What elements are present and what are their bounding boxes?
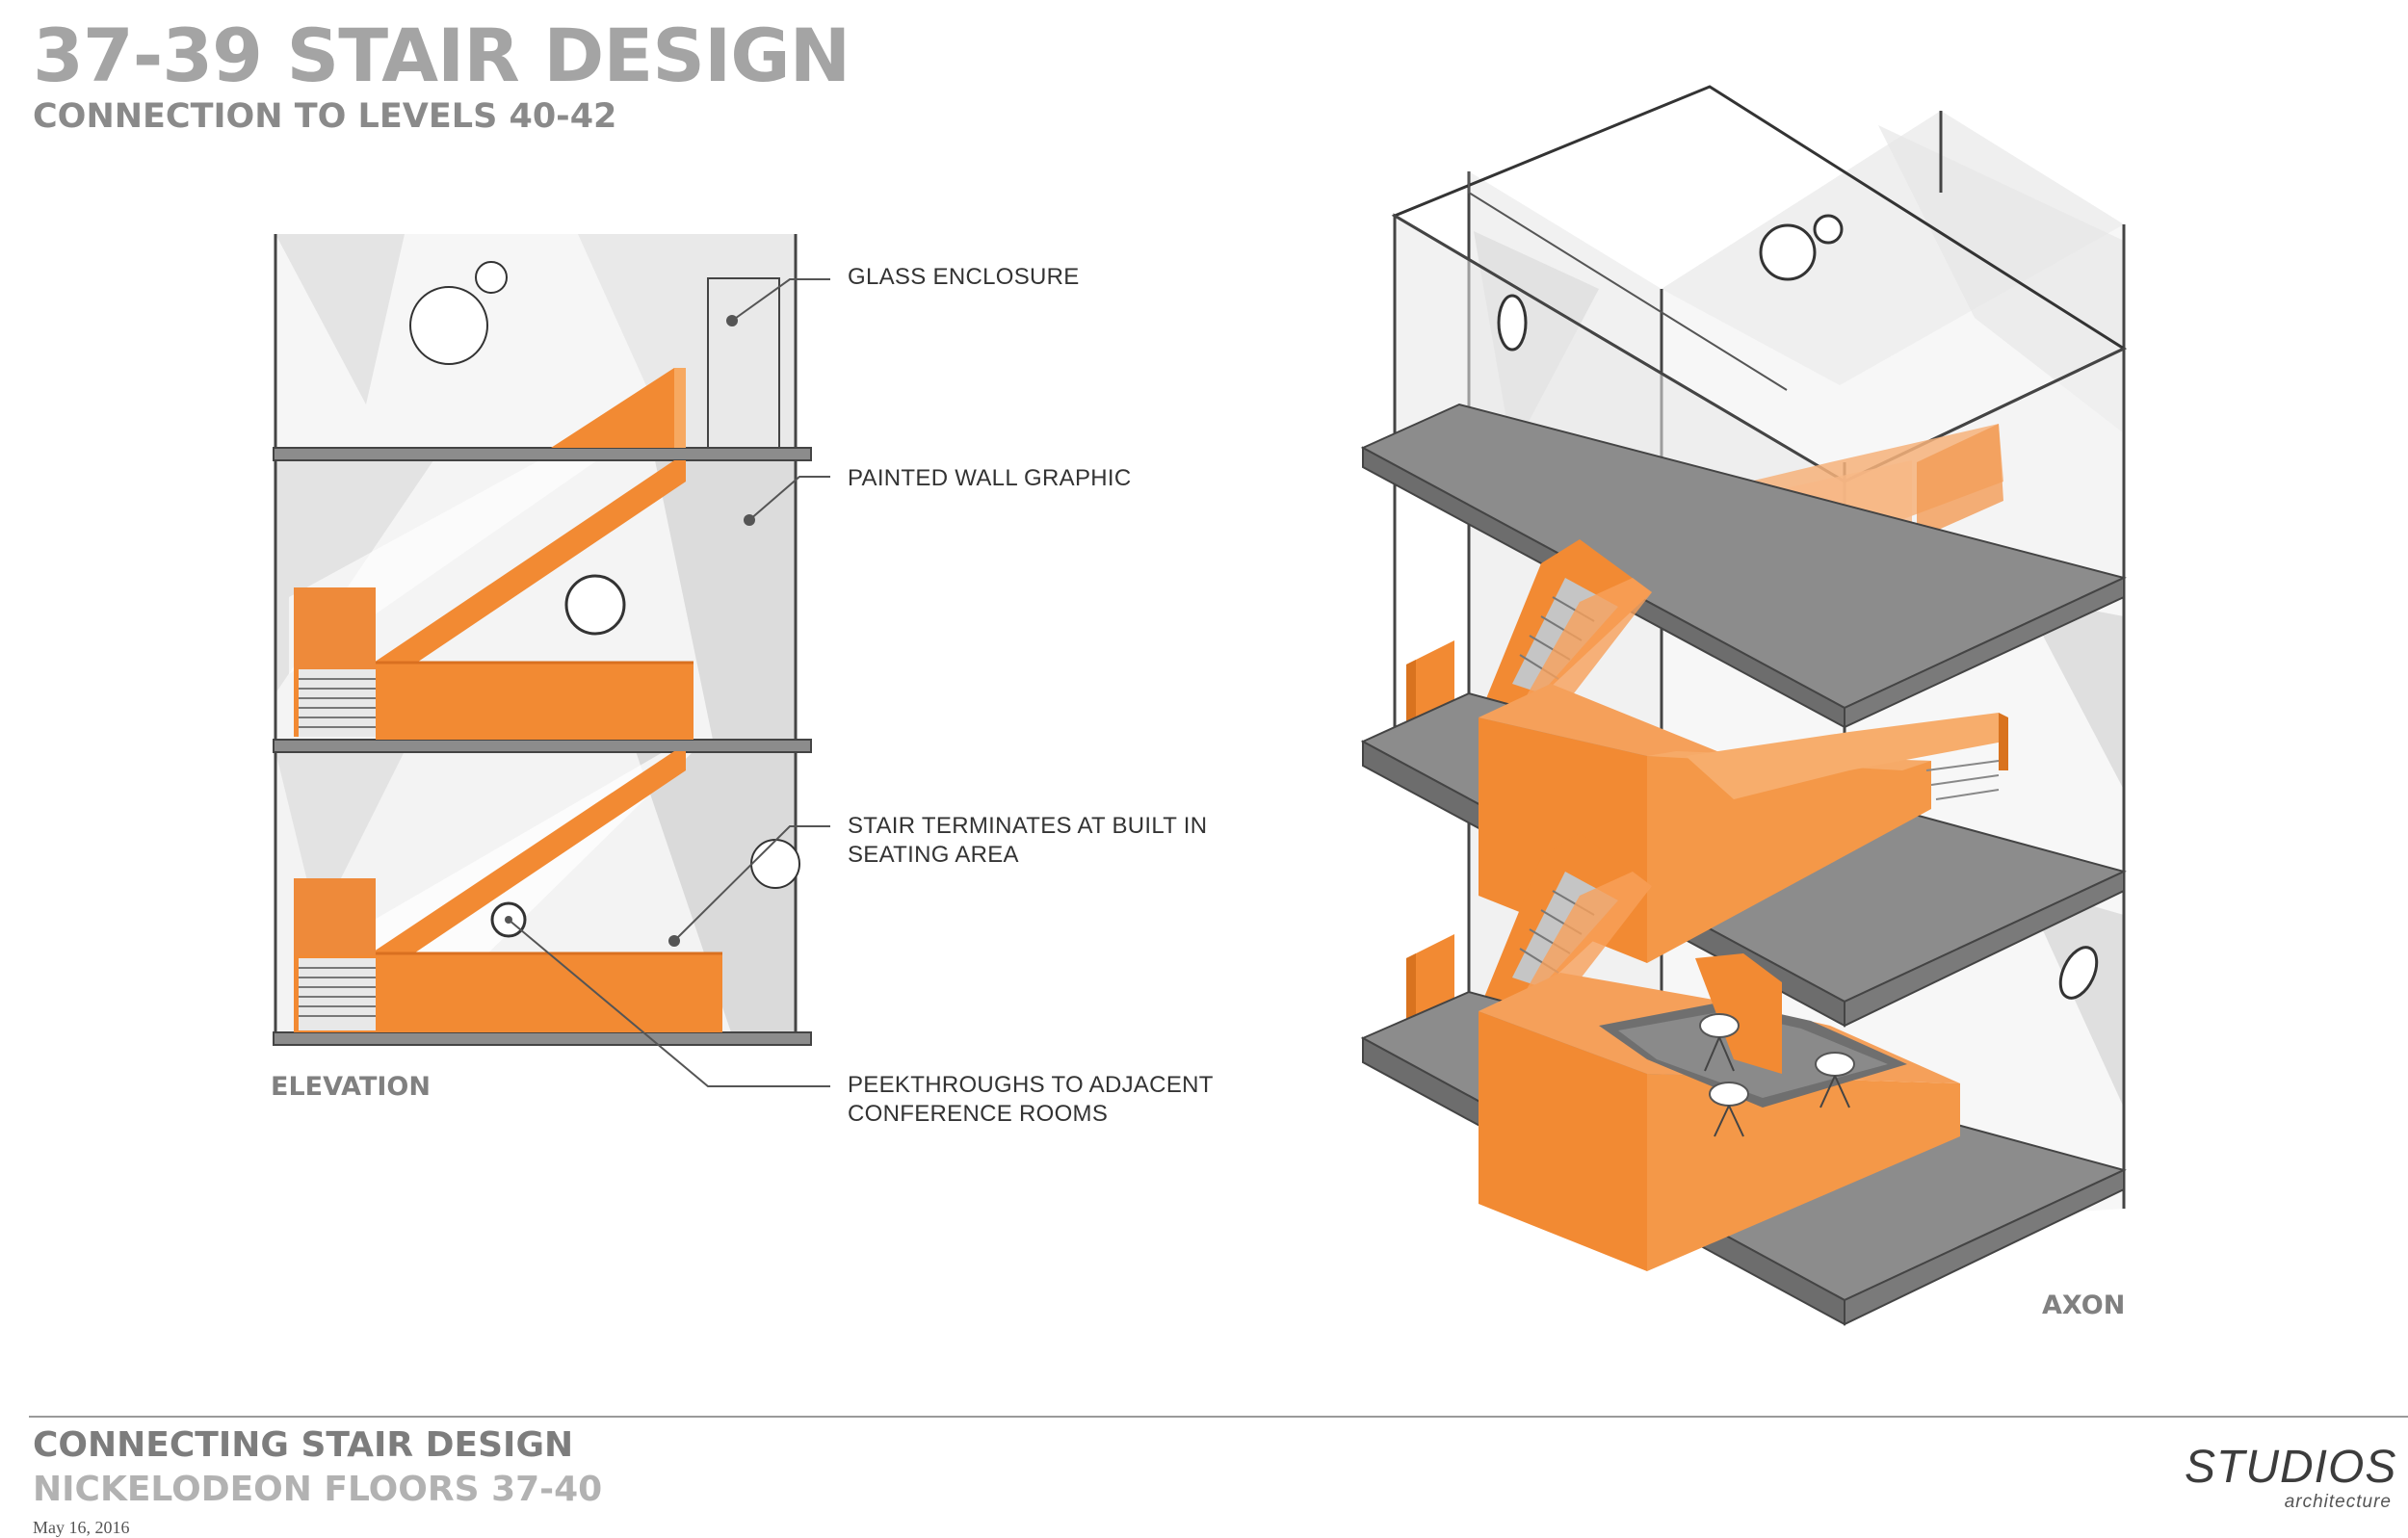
elevation-peekthrough-middle (564, 574, 626, 636)
elevation-slab-bottom (273, 1031, 812, 1046)
elevation-stair-flight-middle (371, 460, 686, 684)
callout-peekthroughs-line-1: PEEKTHROUGHS TO ADJACENT (848, 1072, 1214, 1098)
callout-glass-enclosure: GLASS ENCLOSURE (848, 263, 1080, 292)
axon-cafe-tables (1699, 1013, 1855, 1137)
elevation-stair-flight-upper (551, 368, 686, 448)
elevation-circle-large (409, 286, 488, 365)
elevation-seating-lower (376, 953, 722, 1032)
axon-seating-lower (1479, 1011, 1647, 1271)
elevation-stair-flight-lower (371, 751, 686, 973)
callout-stair-terminates-line-1: STAIR TERMINATES AT BUILT IN (848, 813, 1208, 839)
elevation-drawing (273, 234, 830, 1087)
callout-stair-terminates: STAIR TERMINATES AT BUILT IN SEATING ARE… (848, 812, 1207, 870)
logo-subline: architecture (2284, 1492, 2392, 1512)
elevation-slab-top (273, 447, 812, 461)
callout-painted-wall-graphic-line-1: PAINTED WALL GRAPHIC (848, 465, 1132, 491)
elevation-seating-middle (376, 663, 694, 740)
elevation-label: ELEVATION (271, 1072, 431, 1102)
footer-date: May 16, 2016 (33, 1518, 130, 1537)
elevation-steps-lower (299, 958, 376, 1030)
callout-stair-terminates-line-2: SEATING AREA (848, 842, 1019, 868)
callout-peekthroughs-line-2: CONFERENCE ROOMS (848, 1101, 1109, 1127)
elevation-peekthrough-wall (750, 839, 800, 889)
logo-wordmark: STUDIOS (2185, 1442, 2397, 1493)
elevation-slab-middle (273, 739, 812, 753)
elevation-steps-middle (299, 669, 376, 737)
footer-divider (29, 1416, 2408, 1418)
footer-subtitle: NICKELODEON FLOORS 37-40 (33, 1470, 603, 1509)
callout-painted-wall-graphic: PAINTED WALL GRAPHIC (848, 464, 1132, 493)
callout-peekthroughs: PEEKTHROUGHS TO ADJACENT CONFERENCE ROOM… (848, 1071, 1214, 1129)
studios-logo: STUDIOS architecture (2185, 1445, 2395, 1522)
footer-title: CONNECTING STAIR DESIGN (33, 1425, 574, 1465)
elevation-glass-door (707, 277, 780, 449)
callout-glass-enclosure-line-1: GLASS ENCLOSURE (848, 264, 1080, 290)
sheet-subtitle: CONNECTION TO LEVELS 40-42 (33, 97, 617, 136)
elevation-leader-lines (505, 278, 830, 1087)
axon-drawing (1360, 85, 2128, 1326)
axon-label: AXON (2042, 1290, 2126, 1320)
sheet-title: 37-39 STAIR DESIGN (33, 13, 851, 98)
elevation-circle-small (475, 261, 508, 294)
